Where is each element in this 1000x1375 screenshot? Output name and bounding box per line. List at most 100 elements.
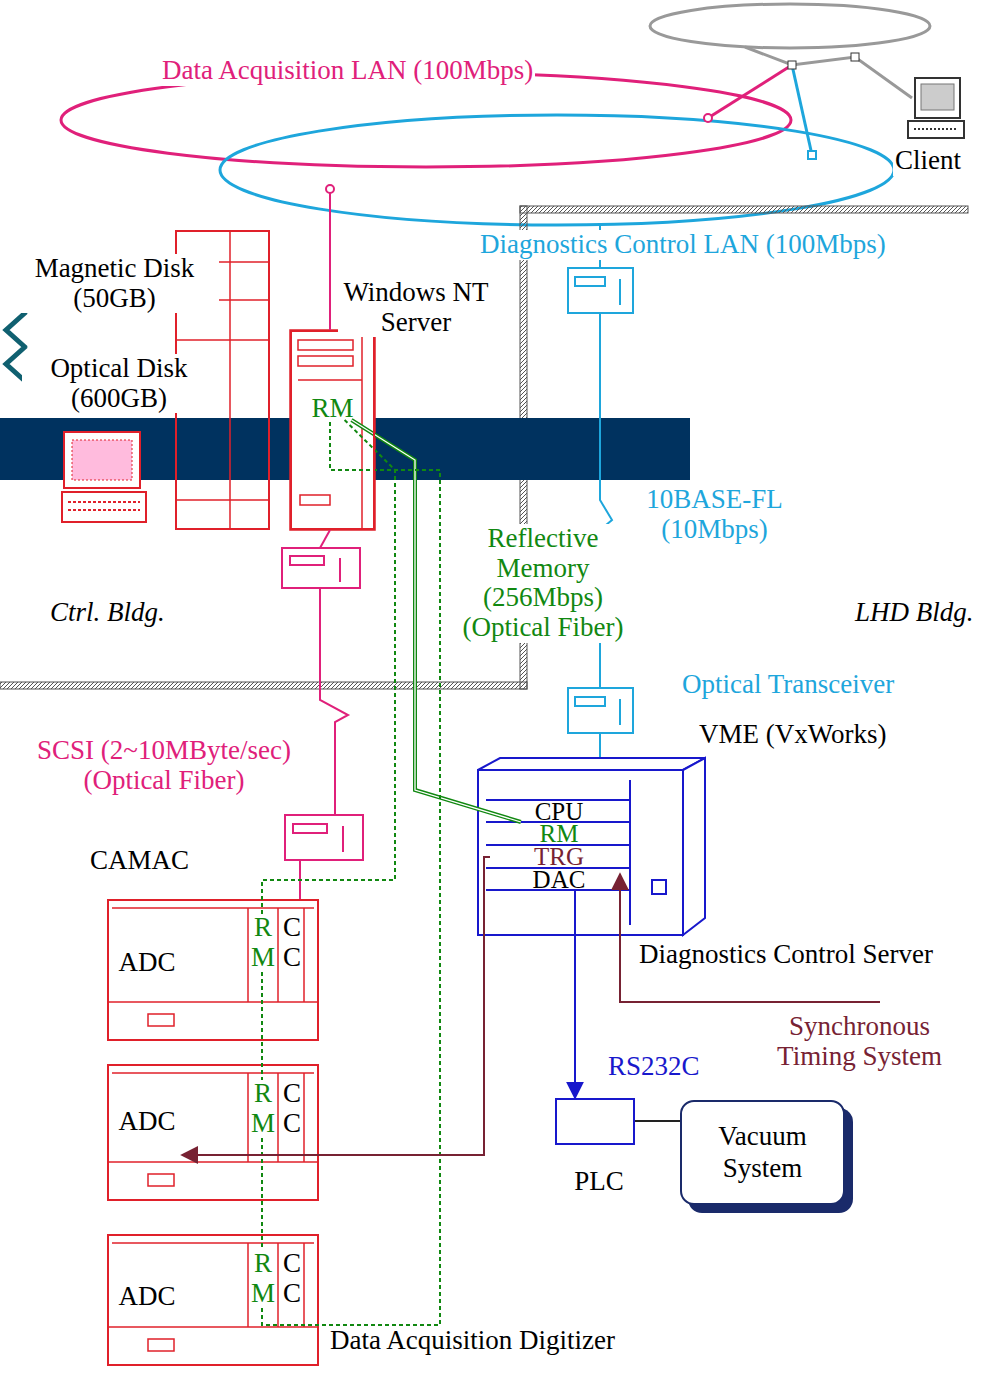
crate-fan xyxy=(148,1174,174,1186)
crate-fan xyxy=(148,1014,174,1026)
text-label: 10BASE-FL (10Mbps) xyxy=(625,485,804,544)
lan-tap xyxy=(704,114,712,122)
disk-label: Optical Disk (600GB) xyxy=(22,354,216,413)
memory-module: RM xyxy=(252,1080,274,1138)
crate-rail xyxy=(112,1242,314,1244)
node-label: RM xyxy=(311,395,353,422)
crate-slot xyxy=(303,908,305,1002)
crate-rail xyxy=(108,1326,318,1328)
fiber-link xyxy=(262,420,395,914)
vacuum-box: Vacuum System xyxy=(680,1100,845,1205)
crate-slot xyxy=(247,1073,249,1162)
lan-tap xyxy=(326,185,334,193)
console-computer xyxy=(62,432,146,522)
text-label: Optical Transceiver xyxy=(680,670,896,700)
node-label: RM xyxy=(251,913,275,972)
text-label: Ctrl. Bldg. xyxy=(48,598,167,628)
optical-transceiver xyxy=(568,268,633,313)
node-label: DAC xyxy=(533,867,586,892)
trigger-line xyxy=(182,857,490,1155)
trigger-card: TRG xyxy=(490,845,628,868)
node-label: ADC xyxy=(118,949,175,976)
crate-slot xyxy=(277,1073,279,1162)
crate-slot xyxy=(277,908,279,1002)
building-divider xyxy=(520,206,968,213)
crate-rail xyxy=(112,1072,314,1074)
memory-card: RM xyxy=(490,822,628,845)
control-line xyxy=(574,890,576,1098)
crate-controller: CC xyxy=(281,1250,303,1308)
node-label: RM xyxy=(251,1249,275,1308)
camac-crate xyxy=(108,1065,318,1200)
text-label: Data Acquisition LAN (100Mbps) xyxy=(160,56,535,86)
crate-slot xyxy=(303,1243,305,1327)
hub-square xyxy=(851,53,859,61)
lan-drop xyxy=(329,193,331,330)
server-label: Windows NT Server xyxy=(338,278,494,337)
memory-module: RM xyxy=(252,1250,274,1308)
crate-slot xyxy=(277,1243,279,1327)
text-label: Client xyxy=(893,146,963,176)
edge-label: RS232C xyxy=(606,1052,702,1082)
crate-controller: CC xyxy=(281,914,303,972)
text-label: Synchronous Timing System xyxy=(755,1012,964,1071)
server-link xyxy=(320,530,330,548)
node-label: ADC xyxy=(118,1283,175,1310)
crate-rail xyxy=(112,907,314,909)
text-label: Data Acquisition Digitizer xyxy=(328,1326,617,1356)
node-label: Vacuum System xyxy=(688,1121,838,1183)
building-divider xyxy=(0,682,527,689)
node-label: RM xyxy=(251,1079,275,1138)
serial-line xyxy=(635,1120,680,1122)
dac-card: DAC xyxy=(490,868,628,890)
disk-rack: Magnetic Disk (50GB)Optical Disk (600GB) xyxy=(175,230,270,530)
vme-box: VME (VxWorks)Diagnostics Control ServerC… xyxy=(478,770,683,935)
client-link xyxy=(745,47,912,98)
node-label: CC xyxy=(281,1249,303,1308)
disk-label: Magnetic Disk (50GB) xyxy=(10,254,219,313)
camac-crate xyxy=(108,900,318,1040)
node-label: CPU xyxy=(535,799,584,824)
crate-rail xyxy=(108,1161,318,1163)
crate-slot xyxy=(247,908,249,1002)
crate-slot xyxy=(303,1073,305,1162)
node-label: ADC xyxy=(118,1108,175,1135)
adc-module: ADC xyxy=(112,1276,182,1316)
memory-module: RM xyxy=(252,914,274,972)
memory-card: RM xyxy=(307,396,358,420)
crate-fan xyxy=(148,1339,174,1351)
edge-label: Reflective Memory (256Mbps) (Optical Fib… xyxy=(452,524,634,643)
optical-transceiver xyxy=(282,548,360,588)
node-label: CC xyxy=(281,913,303,972)
cpu-card: CPU xyxy=(490,800,628,822)
adc-module: ADC xyxy=(112,1105,182,1167)
crate-slot xyxy=(247,1243,249,1327)
daq-lan-link xyxy=(708,65,792,118)
optical-transceiver xyxy=(568,688,633,733)
adc-module: ADC xyxy=(112,942,182,982)
node-label: RM xyxy=(540,821,579,846)
client-computer xyxy=(908,78,964,138)
fiber-link xyxy=(262,420,440,1325)
timing-line xyxy=(620,874,880,1002)
text-label: LHD Bldg. xyxy=(853,598,976,628)
server-label: Diagnostics Control Server xyxy=(637,940,935,970)
plc-box: PLC xyxy=(555,1098,635,1145)
node-label: CC xyxy=(281,1079,303,1138)
camac-crate xyxy=(108,1235,318,1365)
crate-controller: CC xyxy=(281,1080,303,1138)
scsi-fiber xyxy=(320,588,348,815)
server-tower xyxy=(290,330,375,530)
optical-transceiver xyxy=(285,815,363,860)
vme-crate xyxy=(478,758,705,935)
crate-rail xyxy=(108,1001,318,1003)
hub-square xyxy=(788,61,796,69)
plc-label: PLC xyxy=(560,1167,638,1197)
camac-crates xyxy=(108,900,318,1365)
server-box: Windows NT ServerRM xyxy=(290,330,375,530)
text-label: CAMAC xyxy=(88,846,191,876)
control-lan-link xyxy=(792,65,812,155)
vme-label: VME (VxWorks) xyxy=(697,720,889,750)
fiber-link xyxy=(261,972,263,1080)
